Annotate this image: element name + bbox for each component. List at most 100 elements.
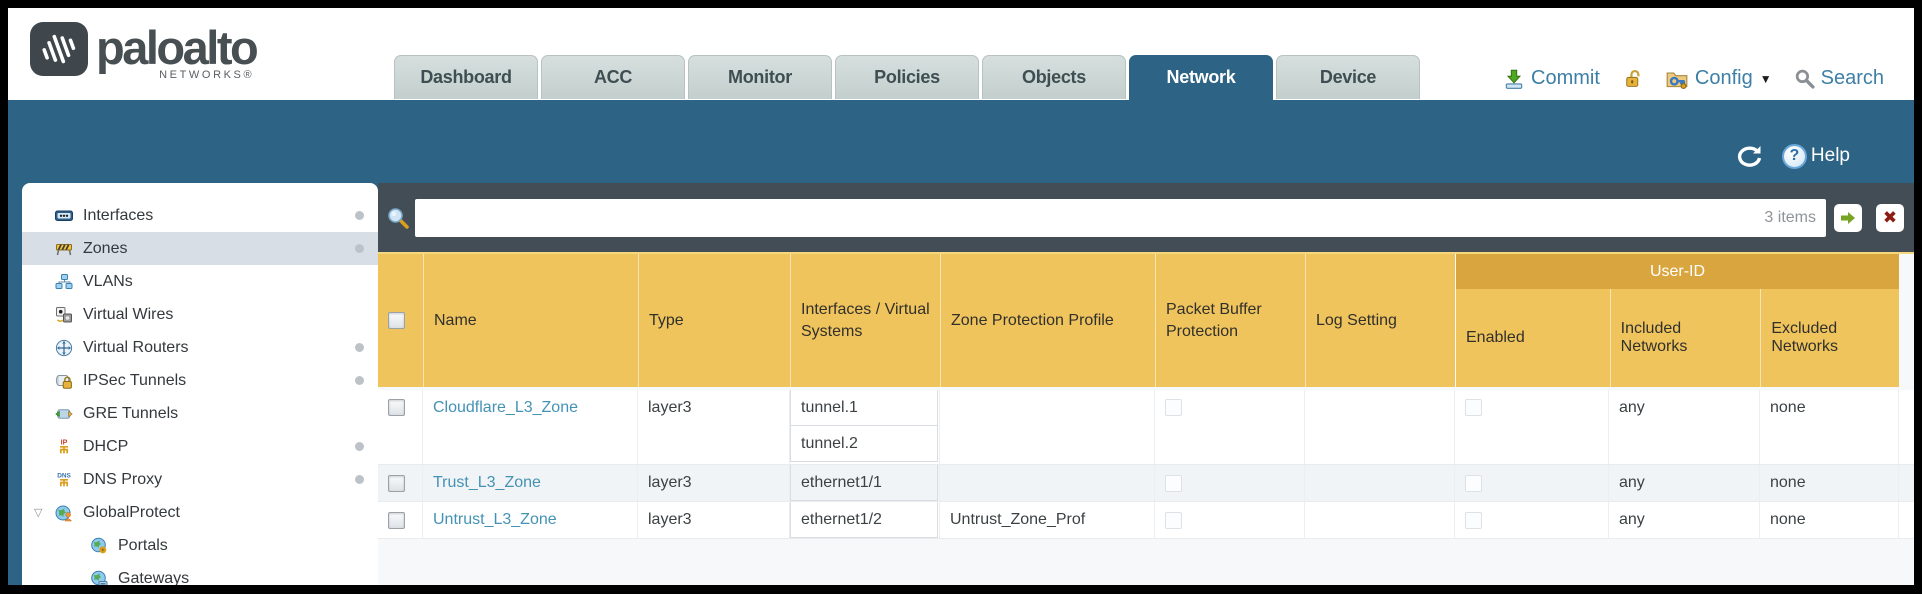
paloalto-logo: paloalto NETWORKS® xyxy=(30,20,259,81)
packet-buffer-protection-cell xyxy=(1155,465,1305,501)
indicator-dot xyxy=(355,376,364,385)
row-select-checkbox[interactable] xyxy=(388,511,405,529)
packet-buffer-protection-cell xyxy=(1155,502,1305,538)
globalprotect-icon xyxy=(55,504,75,522)
user-id-enabled-checkbox xyxy=(1465,399,1482,416)
packet-buffer-protection-checkbox xyxy=(1165,399,1182,416)
zone-protection-profile-cell xyxy=(940,465,1155,501)
sidebar-item-label: Portals xyxy=(118,536,168,554)
filter-search-icon xyxy=(386,206,410,230)
tab-device[interactable]: Device xyxy=(1276,55,1420,99)
sidebar-item-vlans[interactable]: VLANs xyxy=(22,265,378,298)
logo-brand-text: paloalto xyxy=(96,21,259,74)
sidebar-item-label: Interfaces xyxy=(83,206,154,224)
filter-bar: 3 items ✖ xyxy=(378,183,1914,252)
interfaces-cell: ethernet1/1 xyxy=(790,465,940,501)
excluded-networks-cell: none xyxy=(1760,390,1899,464)
config-lock-button[interactable] xyxy=(1622,68,1643,89)
column-header-excluded-networks[interactable]: Excluded Networks xyxy=(1760,289,1899,387)
filter-input[interactable] xyxy=(415,198,1765,237)
sidebar-item-interfaces[interactable]: Interfaces xyxy=(22,199,378,232)
tab-objects[interactable]: Objects xyxy=(982,55,1126,99)
column-header-included-networks[interactable]: Included Networks xyxy=(1609,289,1761,387)
global-search-button[interactable]: Search xyxy=(1794,67,1884,90)
packet-buffer-protection-cell xyxy=(1155,390,1305,464)
zone-protection-profile-cell: Untrust_Zone_Prof xyxy=(940,502,1155,538)
sidebar-item-dhcp[interactable]: IP DHCP xyxy=(22,430,378,463)
tab-network[interactable]: Network xyxy=(1129,55,1273,100)
tab-monitor[interactable]: Monitor xyxy=(688,55,832,99)
clear-filter-button[interactable]: ✖ xyxy=(1876,203,1904,232)
column-header-name[interactable]: Name xyxy=(423,254,638,387)
indicator-dot xyxy=(355,211,364,220)
row-select-cell xyxy=(378,465,423,501)
lock-icon xyxy=(1622,68,1643,89)
user-id-enabled-checkbox xyxy=(1465,474,1482,492)
sidebar-item-label: DHCP xyxy=(83,437,129,455)
column-header-interfaces-virtual-systems[interactable]: Interfaces / Virtual Systems xyxy=(790,254,940,387)
commit-button[interactable]: Commit xyxy=(1503,67,1600,90)
interfaces-cell: ethernet1/2 xyxy=(790,502,940,538)
row-select-checkbox[interactable] xyxy=(388,399,405,416)
svg-text:IP: IP xyxy=(61,438,68,447)
tab-policies[interactable]: Policies xyxy=(835,55,979,99)
sidebar-item-portals[interactable]: Portals xyxy=(22,529,378,562)
sidebar-item-virtual-routers[interactable]: Virtual Routers xyxy=(22,331,378,364)
zone-name-cell: Untrust_L3_Zone xyxy=(423,502,638,538)
config-icon xyxy=(1665,68,1689,90)
help-icon[interactable]: ? xyxy=(1781,143,1807,169)
row-select-checkbox[interactable] xyxy=(388,474,405,492)
sidebar-item-virtual-wires[interactable]: Virtual Wires xyxy=(22,298,378,331)
indicator-dot xyxy=(355,244,364,253)
dns-proxy-icon: DNS xyxy=(55,471,75,489)
expander-open-icon[interactable]: ▽ xyxy=(34,507,43,519)
zone-type-cell: layer3 xyxy=(638,502,790,538)
column-header-enabled[interactable]: Enabled xyxy=(1456,289,1610,387)
zone-name-cell: Trust_L3_Zone xyxy=(423,465,638,501)
config-menu-button[interactable]: Config ▼ xyxy=(1665,67,1772,90)
help-label[interactable]: Help xyxy=(1810,145,1850,166)
select-all-checkbox[interactable] xyxy=(388,312,405,329)
zone-type-cell: layer3 xyxy=(638,465,790,501)
ipsec-tunnels-icon xyxy=(55,372,75,390)
user-id-group-header: User-ID xyxy=(1456,254,1899,289)
zone-name-link[interactable]: Cloudflare_L3_Zone xyxy=(433,399,578,416)
sidebar-item-ipsec-tunnels[interactable]: IPSec Tunnels xyxy=(22,364,378,397)
sidebar-item-globalprotect[interactable]: ▽ GlobalProtect xyxy=(22,496,378,529)
sidebar-item-label: Virtual Wires xyxy=(83,305,174,323)
sidebar-item-gre-tunnels[interactable]: GRE Tunnels xyxy=(22,397,378,430)
gre-tunnels-icon xyxy=(55,405,75,423)
zone-name-cell: Cloudflare_L3_Zone xyxy=(423,390,638,464)
virtual-routers-icon xyxy=(55,339,75,357)
tab-acc[interactable]: ACC xyxy=(541,55,685,99)
sidebar-item-gateways[interactable]: Gateways xyxy=(22,562,378,585)
tab-dashboard[interactable]: Dashboard xyxy=(394,55,538,99)
sidebar-item-label: Virtual Routers xyxy=(83,338,189,356)
dhcp-icon: IP xyxy=(55,438,75,456)
column-header-zone-protection-profile[interactable]: Zone Protection Profile xyxy=(940,254,1155,387)
sidebar-item-label: GlobalProtect xyxy=(83,503,180,521)
user-id-enabled-cell xyxy=(1455,502,1609,538)
zone-type-cell: layer3 xyxy=(638,390,790,464)
interface-entry: tunnel.2 xyxy=(790,426,938,462)
apply-filter-button[interactable] xyxy=(1834,203,1862,232)
sidebar-item-label: IPSec Tunnels xyxy=(83,371,187,389)
zone-name-link[interactable]: Trust_L3_Zone xyxy=(433,474,541,491)
sidebar-item-zones[interactable]: Zones xyxy=(22,232,378,265)
column-header-packet-buffer-protection[interactable]: Packet Buffer Protection xyxy=(1155,254,1305,387)
column-header-log-setting[interactable]: Log Setting xyxy=(1305,254,1455,387)
log-setting-cell xyxy=(1305,390,1455,464)
column-header-type[interactable]: Type xyxy=(638,254,790,387)
search-icon xyxy=(1794,68,1815,89)
zone-name-link[interactable]: Untrust_L3_Zone xyxy=(433,511,557,528)
refresh-icon[interactable] xyxy=(1734,143,1764,169)
gateways-icon xyxy=(90,570,110,585)
row-select-cell xyxy=(378,390,423,464)
